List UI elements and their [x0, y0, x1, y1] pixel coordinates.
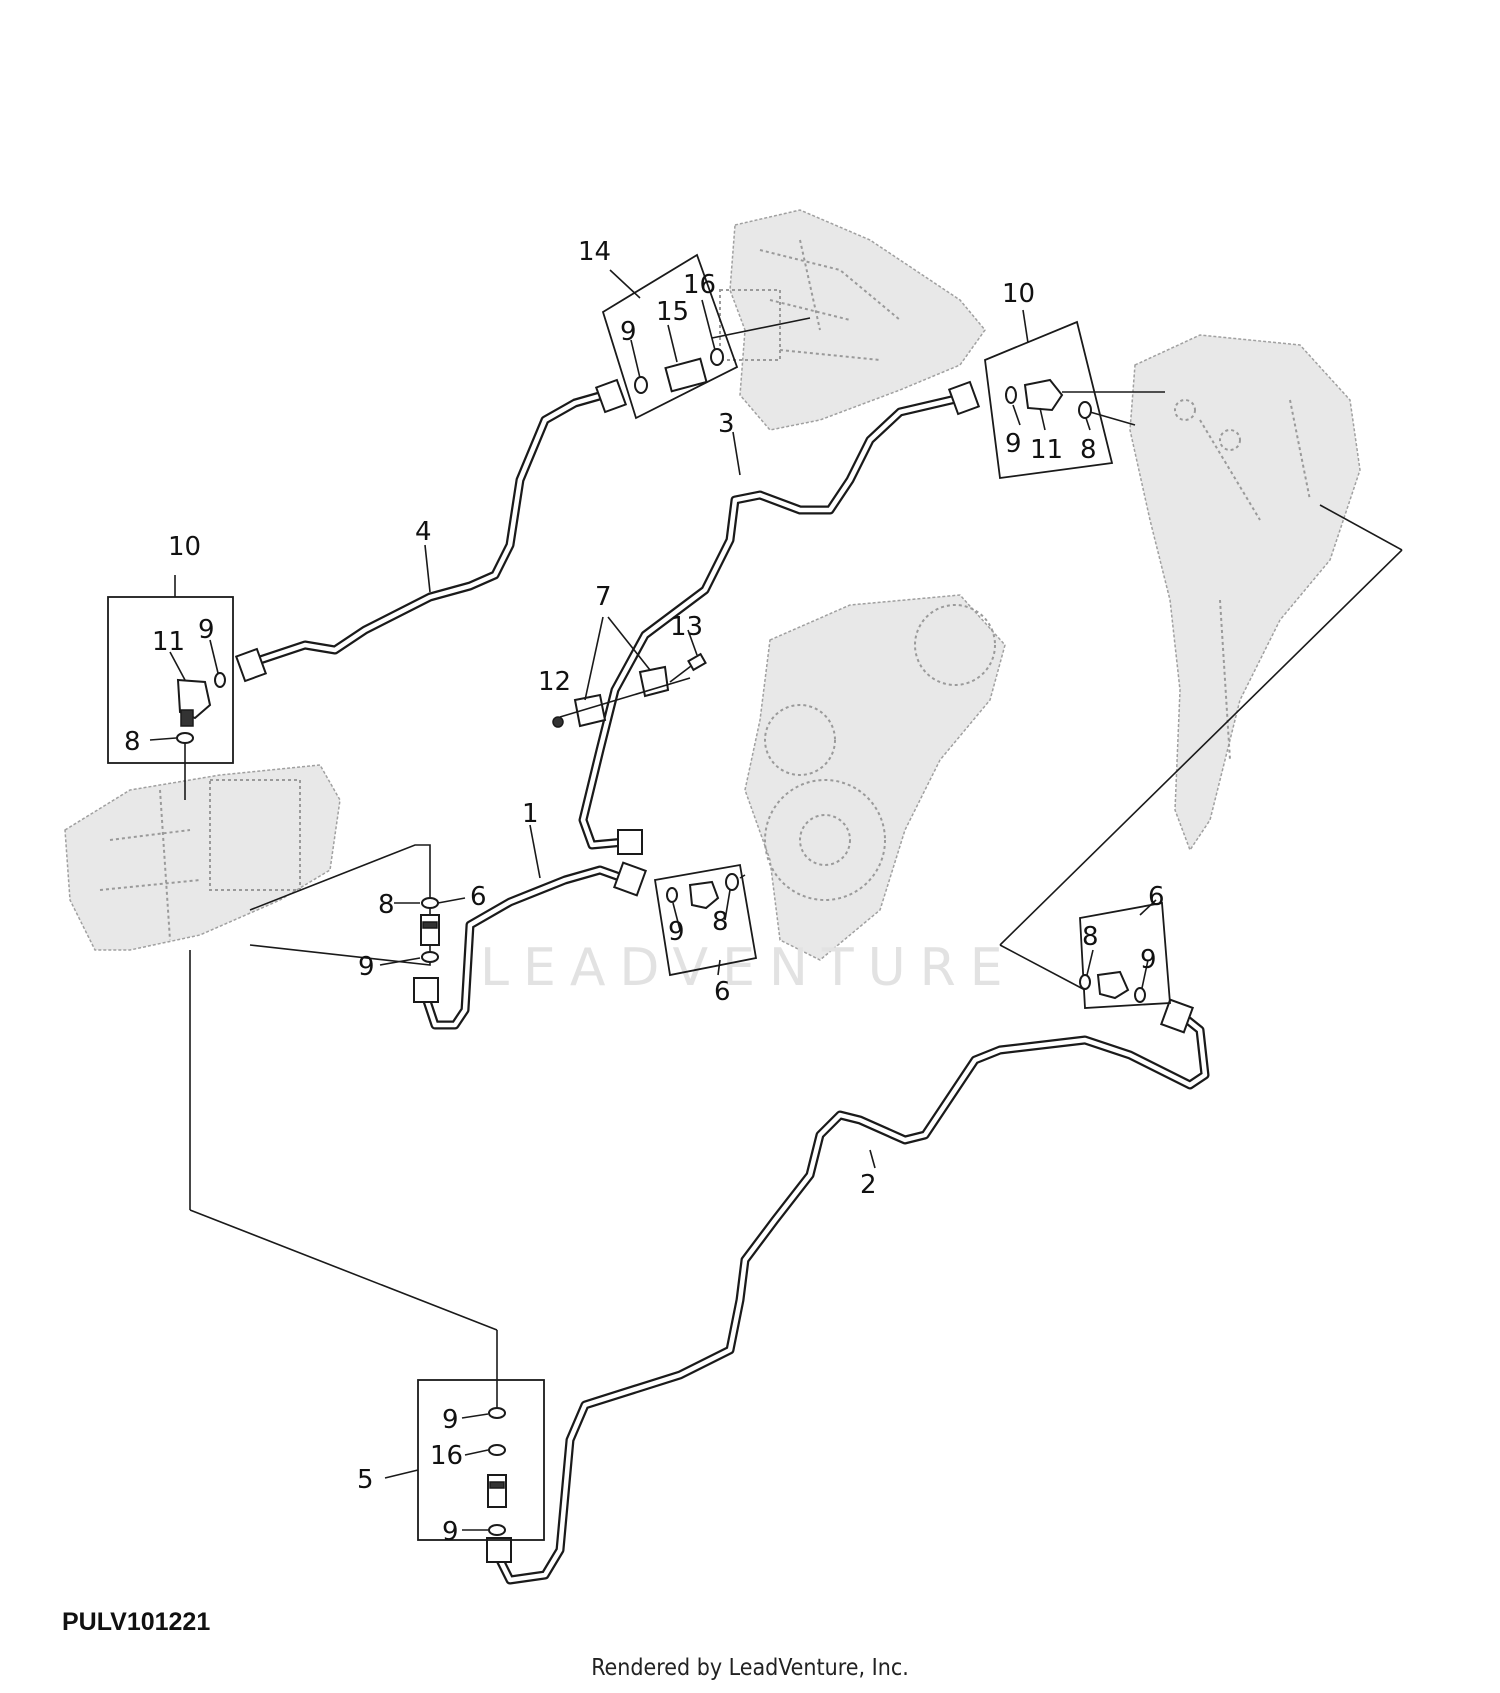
- ghost-control-valve-left: [64, 764, 341, 951]
- callout-label-8: 8: [378, 890, 395, 920]
- pipe-1: [420, 865, 633, 1030]
- callout-label-16: 16: [683, 270, 716, 300]
- callout-label-3: 3: [718, 409, 735, 439]
- tube-nut-pipe1-right: [612, 861, 648, 897]
- callout-label-9: 9: [620, 317, 637, 347]
- callout-label-5: 5: [357, 1465, 374, 1495]
- pipe-2: [495, 1013, 1210, 1585]
- figure-id: PULV101221: [62, 1608, 211, 1636]
- callout-box-10-right: [984, 309, 1165, 480]
- callout-group-6-left: [249, 844, 466, 966]
- callout-label-10: 10: [168, 532, 201, 562]
- callout-label-4: 4: [415, 517, 432, 547]
- watermark-text: LEADVENTURE: [480, 938, 1017, 998]
- pipe-4: [243, 388, 615, 669]
- tube-nut-pipe3-bottom: [617, 829, 643, 855]
- callout-box-5: [189, 950, 545, 1541]
- callout-label-9: 9: [442, 1517, 459, 1547]
- tube-nut-pipe4-top: [594, 378, 628, 414]
- pipe-3: [578, 393, 965, 850]
- callout-label-6: 6: [470, 882, 487, 912]
- callout-label-9: 9: [668, 917, 685, 947]
- callout-box-14: [601, 253, 811, 420]
- callout-label-8: 8: [1082, 922, 1099, 952]
- callout-box-10-left: [107, 575, 234, 800]
- callout-label-16: 16: [430, 1441, 463, 1471]
- callout-label-6: 6: [1148, 882, 1165, 912]
- callout-label-9: 9: [442, 1405, 459, 1435]
- callout-label-11: 11: [1030, 435, 1063, 465]
- tube-nut-pipe1-left: [413, 977, 439, 1003]
- callout-label-8: 8: [712, 907, 729, 937]
- callout-label-8: 8: [1080, 435, 1097, 465]
- tube-nut-pipe2-bottom: [486, 1537, 512, 1563]
- callout-label-9: 9: [1140, 945, 1157, 975]
- tube-nut-pipe3-top: [947, 380, 981, 416]
- footer-credit: Rendered by LeadVenture, Inc.: [591, 1655, 909, 1681]
- tube-nut-pipe4-left: [234, 647, 268, 683]
- callout-label-9: 9: [358, 952, 375, 982]
- callout-label-14: 14: [578, 237, 611, 267]
- ghost-transmission-center: [744, 594, 1006, 961]
- callout-label-9: 9: [1005, 429, 1022, 459]
- leader-line-pedal: [1319, 504, 1403, 551]
- ghost-hydraulic-pump-top: [719, 209, 986, 431]
- callout-label-6: 6: [714, 977, 731, 1007]
- callout-label-7: 7: [595, 582, 612, 612]
- callout-label-1: 1: [522, 799, 539, 829]
- tube-nut-pipe2-right: [1159, 998, 1195, 1034]
- callout-label-10: 10: [1002, 279, 1035, 309]
- callout-label-11: 11: [152, 627, 185, 657]
- clamp-assembly: [552, 616, 707, 728]
- callout-label-9: 9: [198, 615, 215, 645]
- callout-label-12: 12: [538, 667, 571, 697]
- callout-label-13: 13: [670, 612, 703, 642]
- callout-label-2: 2: [860, 1170, 877, 1200]
- ghost-pedal-bracket: [1129, 334, 1361, 852]
- callout-box-6-right: [999, 549, 1403, 1009]
- callout-label-8: 8: [124, 727, 141, 757]
- callout-box-6-center: [653, 863, 758, 977]
- callout-label-15: 15: [656, 297, 689, 327]
